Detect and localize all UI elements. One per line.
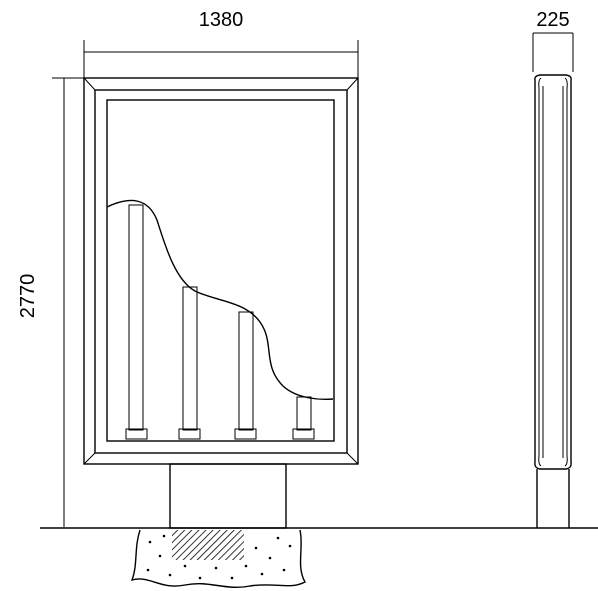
bevel-br	[346, 452, 359, 465]
foundation-outline	[130, 529, 306, 589]
front-view: 1380 2770	[17, 9, 598, 589]
bevel-tr	[346, 77, 359, 91]
tube-2	[182, 286, 198, 431]
frame-rim	[94, 89, 348, 454]
pedestal-post	[169, 463, 287, 529]
tube-4-socket	[292, 428, 315, 440]
height-label: 2770	[17, 274, 39, 319]
outer-frame	[83, 77, 359, 465]
side-inner-left	[538, 77, 542, 467]
side-body	[534, 74, 572, 470]
side-inner-right	[564, 77, 568, 467]
bevel-tl	[83, 77, 96, 91]
fluorescent-tubes	[125, 204, 315, 440]
depth-dimension: 225	[532, 9, 574, 72]
cutaway-wave	[106, 199, 334, 400]
display-panel	[106, 99, 335, 442]
tube-4	[296, 396, 312, 431]
height-dimension: 2770	[17, 77, 84, 527]
side-view: 225	[532, 9, 574, 528]
depth-label: 225	[536, 9, 569, 31]
tube-2-socket	[178, 428, 201, 440]
foundation	[130, 529, 306, 589]
bevel-bl	[83, 452, 96, 465]
tube-1-socket	[125, 428, 148, 440]
width-dimension: 1380	[83, 9, 359, 78]
foundation-hatch	[172, 530, 244, 560]
tube-3-socket	[234, 428, 257, 440]
tube-1	[128, 204, 144, 431]
tube-3	[238, 311, 254, 431]
concrete-dots	[146, 534, 292, 580]
width-label: 1380	[199, 9, 244, 31]
